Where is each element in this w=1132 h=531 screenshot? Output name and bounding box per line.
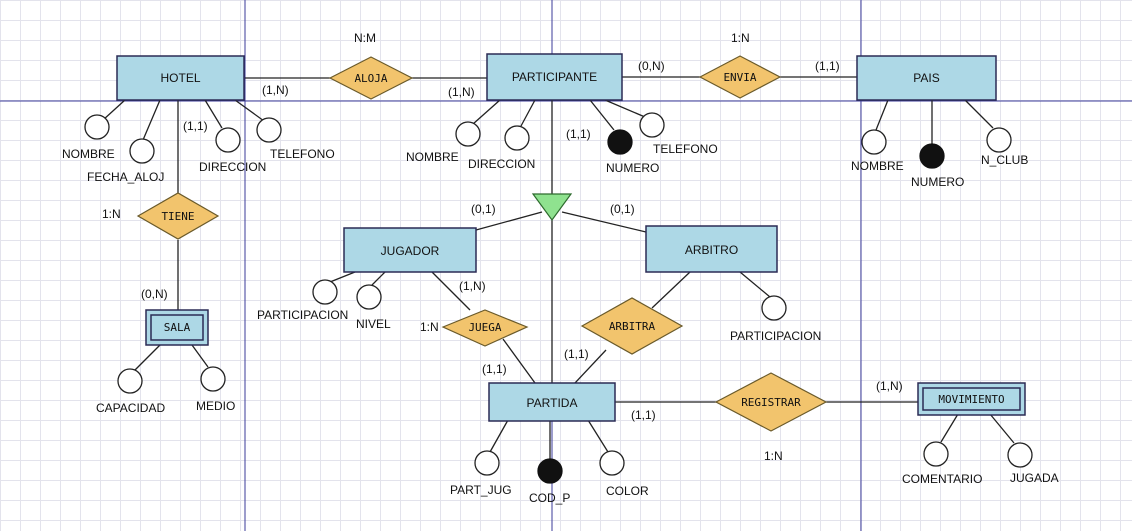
attr-part-direccion-label: DIRECCION bbox=[468, 157, 535, 171]
attr-partida-part-jug-circle[interactable] bbox=[474, 450, 500, 476]
relationship-tiene-label: TIENE bbox=[161, 210, 194, 223]
attr-part-nombre-label: NOMBRE bbox=[406, 150, 459, 164]
attr-jug-nivel-circle[interactable] bbox=[356, 284, 382, 310]
card-registrar-movimiento: (1,N) bbox=[876, 379, 903, 393]
attr-part-telefono-circle[interactable] bbox=[639, 112, 665, 138]
card-isa-jugador: (0,1) bbox=[471, 202, 496, 216]
card-tiene-type: 1:N bbox=[102, 207, 121, 221]
relationship-registrar-label: REGISTRAR bbox=[741, 396, 801, 409]
attr-pais-nombre-label: NOMBRE bbox=[851, 159, 904, 173]
card-tiene-sala: (0,N) bbox=[141, 287, 168, 301]
attr-part-direccion-circle[interactable] bbox=[504, 125, 530, 151]
attr-hotel-fecha-aloj-circle[interactable] bbox=[129, 138, 155, 164]
attr-sala-capacidad-label: CAPACIDAD bbox=[96, 401, 165, 415]
entity-partida-label: PARTIDA bbox=[527, 396, 578, 410]
entity-partida[interactable]: PARTIDA bbox=[488, 382, 616, 422]
attr-sala-capacidad-circle[interactable] bbox=[117, 368, 143, 394]
attr-hotel-direccion-label: DIRECCION bbox=[199, 160, 266, 174]
attr-sala-medio-circle[interactable] bbox=[200, 366, 226, 392]
attr-pais-nombre-circle[interactable] bbox=[861, 129, 887, 155]
attr-hotel-telefono-circle[interactable] bbox=[256, 117, 282, 143]
attr-pais-numero-key-circle[interactable] bbox=[919, 143, 945, 169]
relationship-arbitra[interactable]: ARBITRA bbox=[580, 297, 684, 355]
attr-mov-comentario-label: COMENTARIO bbox=[902, 472, 982, 486]
relationship-envia-label: ENVIA bbox=[723, 71, 756, 84]
entity-arbitro-label: ARBITRO bbox=[685, 243, 738, 257]
attr-mov-comentario-circle[interactable] bbox=[923, 441, 949, 467]
weak-entity-movimiento[interactable]: MOVIMIENTO bbox=[917, 382, 1026, 416]
card-juega-type: 1:N bbox=[420, 320, 439, 334]
card-hotel-direccion: (1,1) bbox=[183, 119, 208, 133]
attr-part-numero-key-circle[interactable] bbox=[607, 129, 633, 155]
entity-pais-label: PAIS bbox=[913, 71, 939, 85]
relationship-juega[interactable]: JUEGA bbox=[441, 309, 529, 347]
attr-pais-n-club-circle[interactable] bbox=[986, 127, 1012, 153]
weak-entity-sala-label: SALA bbox=[164, 321, 191, 334]
relationship-juega-label: JUEGA bbox=[468, 321, 501, 334]
relationship-registrar[interactable]: REGISTRAR bbox=[714, 372, 828, 432]
attr-jug-nivel-label: NIVEL bbox=[356, 317, 391, 331]
relationship-aloja-label: ALOJA bbox=[354, 72, 387, 85]
card-aloja-participante: (1,N) bbox=[448, 85, 475, 99]
card-partida-registrar: (1,1) bbox=[631, 408, 656, 422]
attr-partida-cod-p-key-circle[interactable] bbox=[537, 458, 563, 484]
card-hotel-aloja: (1,N) bbox=[262, 83, 289, 97]
card-aloja-type: N:M bbox=[354, 31, 376, 45]
card-participante-envia: (0,N) bbox=[638, 59, 665, 73]
attr-part-telefono-label: TELEFONO bbox=[653, 142, 718, 156]
attr-pais-numero-label: NUMERO bbox=[911, 175, 964, 189]
entity-participante-label: PARTICIPANTE bbox=[512, 70, 597, 84]
entity-jugador-label: JUGADOR bbox=[381, 244, 440, 258]
attr-jug-participacion-label: PARTICIPACION bbox=[257, 308, 348, 322]
attr-hotel-telefono-label: TELEFONO bbox=[270, 147, 335, 161]
card-registrar-type: 1:N bbox=[764, 449, 783, 463]
card-arbitra-partida: (1,1) bbox=[564, 347, 589, 361]
attr-partida-cod-p-label: COD_P bbox=[529, 491, 570, 505]
entity-participante[interactable]: PARTICIPANTE bbox=[486, 53, 623, 101]
attr-hotel-nombre-circle[interactable] bbox=[84, 114, 110, 140]
attr-hotel-nombre-label: NOMBRE bbox=[62, 147, 115, 161]
attr-partida-color-circle[interactable] bbox=[599, 450, 625, 476]
attr-hotel-direccion-circle[interactable] bbox=[215, 127, 241, 153]
relationship-envia[interactable]: ENVIA bbox=[698, 55, 782, 99]
attr-mov-jugada-label: JUGADA bbox=[1010, 471, 1059, 485]
entity-hotel-label: HOTEL bbox=[160, 71, 200, 85]
entity-hotel[interactable]: HOTEL bbox=[116, 55, 245, 101]
card-juega-partida: (1,1) bbox=[482, 362, 507, 376]
entity-pais[interactable]: PAIS bbox=[856, 55, 997, 101]
attr-partida-color-label: COLOR bbox=[606, 484, 649, 498]
attr-arb-participacion-circle[interactable] bbox=[761, 295, 787, 321]
relationship-tiene[interactable]: TIENE bbox=[136, 192, 220, 240]
edges bbox=[102, 76, 1015, 460]
card-envia-type: 1:N bbox=[731, 31, 750, 45]
attr-partida-part-jug-label: PART_JUG bbox=[450, 483, 512, 497]
attr-pais-n-club-label: N_CLUB bbox=[981, 153, 1028, 167]
weak-entity-movimiento-label: MOVIMIENTO bbox=[938, 393, 1004, 406]
attr-jug-participacion-circle[interactable] bbox=[312, 279, 338, 305]
attr-mov-jugada-circle[interactable] bbox=[1007, 442, 1033, 468]
attr-sala-medio-label: MEDIO bbox=[196, 399, 235, 413]
relationship-arbitra-label: ARBITRA bbox=[609, 320, 656, 333]
isa-triangle[interactable] bbox=[531, 193, 573, 222]
card-isa-arbitro: (0,1) bbox=[610, 202, 635, 216]
entity-arbitro[interactable]: ARBITRO bbox=[645, 225, 778, 273]
entity-jugador[interactable]: JUGADOR bbox=[343, 227, 477, 273]
attr-hotel-fecha-aloj-label: FECHA_ALOJ bbox=[87, 170, 164, 184]
attr-part-nombre-circle[interactable] bbox=[455, 121, 481, 147]
relationship-aloja[interactable]: ALOJA bbox=[328, 56, 414, 100]
attr-arb-participacion-label: PARTICIPACION bbox=[730, 329, 821, 343]
card-jugador-juega: (1,N) bbox=[459, 279, 486, 293]
card-envia-pais: (1,1) bbox=[815, 59, 840, 73]
weak-entity-sala[interactable]: SALA bbox=[145, 309, 209, 346]
card-participante-isa: (1,1) bbox=[566, 127, 591, 141]
attr-part-numero-label: NUMERO bbox=[606, 161, 659, 175]
